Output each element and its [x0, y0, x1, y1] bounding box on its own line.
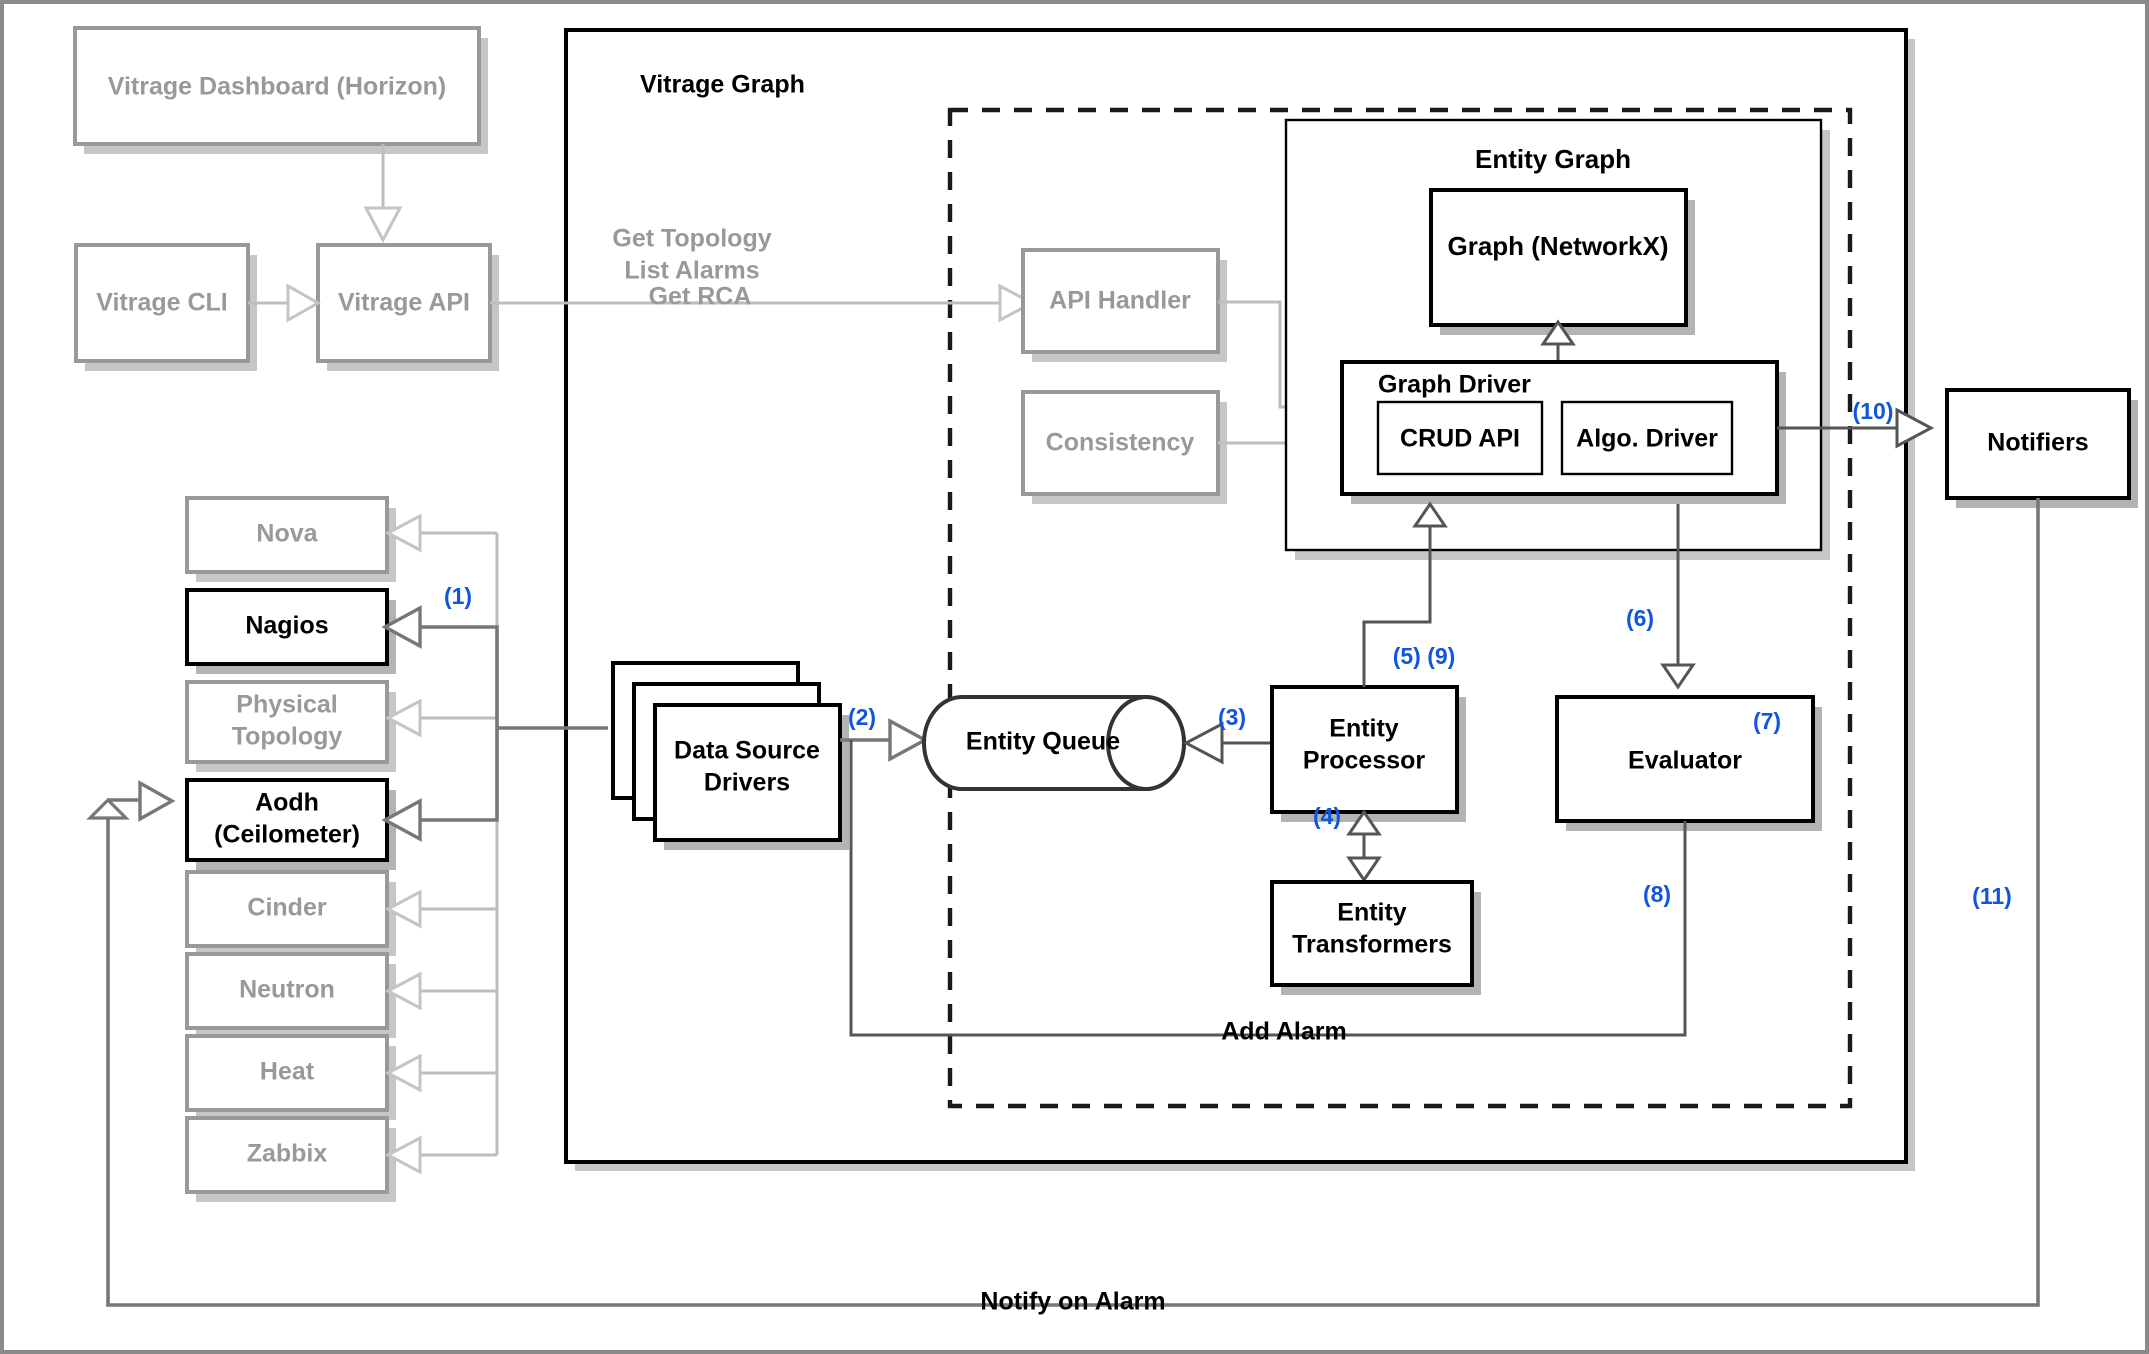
api-call-list-alarms: List Alarms — [624, 257, 759, 285]
node-graph-networkx-label: Graph (NetworkX) — [1447, 231, 1668, 261]
datasource-heat[interactable]: Heat — [185, 1034, 396, 1120]
edge-graph-driver-to-evaluator — [1660, 504, 1696, 690]
node-entity-transformers[interactable]: Entity Transformers — [1270, 880, 1481, 995]
edge-graph-driver-to-networkx — [1540, 319, 1576, 363]
datasource-nagios[interactable]: Nagios — [185, 588, 396, 674]
node-algo-driver[interactable]: Algo. Driver — [1560, 400, 1734, 476]
datasource-physical-topology-label-line2: Topology — [232, 723, 343, 751]
node-api-handler[interactable]: API Handler — [1021, 248, 1227, 362]
step-label-2: (2) — [848, 704, 876, 730]
node-entity-transformers-label-line1: Entity — [1337, 899, 1407, 927]
step-label-6: (6) — [1626, 605, 1654, 631]
edge-entity-processor-to-queue — [1182, 721, 1272, 765]
step-label-11: (11) — [1972, 883, 2012, 909]
node-graph-networkx[interactable]: Graph (NetworkX) — [1429, 188, 1695, 335]
graph-driver-title: Graph Driver — [1378, 371, 1531, 399]
client-cli-label: Vitrage CLI — [96, 289, 228, 317]
edge-graph-driver-to-notifiers — [1777, 407, 1935, 449]
api-call-get-topology: Get Topology — [612, 225, 771, 253]
datasource-aodh-label-line1: Aodh — [255, 789, 319, 817]
node-data-source-drivers-label-line1: Data Source — [674, 737, 820, 765]
vitrage-graph-title: Vitrage Graph — [640, 71, 805, 99]
edge-notifiers-notify-on-alarm — [86, 498, 2040, 1307]
edge-processor-transformers — [1346, 809, 1382, 883]
datasource-physical-topology[interactable]: Physical Topology — [185, 680, 396, 772]
node-entity-queue-label: Entity Queue — [966, 728, 1120, 756]
client-api-label: Vitrage API — [338, 289, 470, 317]
node-notifiers[interactable]: Notifiers — [1945, 388, 2138, 508]
datasource-zabbix[interactable]: Zabbix — [185, 1116, 396, 1202]
edge-dashboard-to-api — [363, 144, 403, 244]
node-algo-driver-label: Algo. Driver — [1576, 425, 1718, 453]
graph-processing-region — [947, 107, 1853, 1109]
node-graph-driver[interactable]: Graph Driver CRUD API Algo. Driver — [1340, 360, 1786, 504]
step-label-5-9: (5) (9) — [1393, 643, 1456, 669]
node-data-source-drivers-label-line2: Drivers — [704, 769, 790, 797]
node-entity-transformers-label-line2: Transformers — [1292, 931, 1452, 959]
edge-cli-to-api — [248, 283, 322, 323]
datasource-physical-topology-label-line1: Physical — [236, 691, 337, 719]
step-label-10: (10) — [1853, 398, 1894, 424]
edge-label-notify-on-alarm: Notify on Alarm — [980, 1288, 1165, 1316]
node-crud-api[interactable]: CRUD API — [1376, 400, 1544, 476]
api-call-get-rca: Get RCA — [649, 283, 752, 311]
node-entity-processor-label-line1: Entity — [1329, 715, 1399, 743]
edge-label-add-alarm: Add Alarm — [1221, 1018, 1346, 1046]
edge-bus-to-neutron — [384, 971, 497, 1011]
node-notifiers-label: Notifiers — [1987, 429, 2088, 457]
datasource-heat-label: Heat — [260, 1058, 315, 1086]
node-api-handler-label: API Handler — [1049, 287, 1191, 315]
edge-bus-to-zabbix — [384, 1135, 497, 1175]
edge-evaluator-add-alarm — [849, 740, 1687, 1037]
step-label-3: (3) — [1218, 704, 1246, 730]
datasource-aodh-label-line2: (Ceilometer) — [214, 821, 360, 849]
step-label-8: (8) — [1643, 881, 1671, 907]
node-evaluator[interactable]: Evaluator — [1555, 695, 1822, 831]
datasource-nova[interactable]: Nova — [185, 496, 396, 582]
client-cli-box[interactable]: Vitrage CLI — [74, 243, 257, 371]
edge-drivers-to-active-datasources — [381, 605, 608, 842]
datasource-nova-label: Nova — [256, 520, 318, 548]
entity-graph-title: Entity Graph — [1475, 144, 1631, 174]
node-entity-processor[interactable]: Entity Processor — [1270, 685, 1466, 822]
edge-bus-to-heat — [384, 1053, 497, 1093]
client-dashboard-box[interactable]: Vitrage Dashboard (Horizon) — [73, 26, 488, 154]
datasource-cinder[interactable]: Cinder — [185, 870, 396, 956]
node-entity-queue[interactable]: Entity Queue — [922, 695, 1186, 791]
edge-bus-to-cinder — [384, 889, 497, 929]
edge-api-to-handler — [490, 283, 1036, 323]
node-entity-processor-label-line2: Processor — [1303, 747, 1426, 775]
datasource-neutron-label: Neutron — [239, 976, 335, 1004]
client-dashboard-label: Vitrage Dashboard (Horizon) — [108, 73, 446, 101]
edge-bus-to-nova — [384, 513, 497, 553]
edge-drivers-to-entity-queue — [840, 718, 929, 762]
node-data-source-drivers[interactable]: Data Source Drivers — [611, 661, 849, 850]
datasource-nagios-label: Nagios — [245, 612, 328, 640]
step-label-4: (4) — [1313, 803, 1341, 829]
datasource-neutron[interactable]: Neutron — [185, 952, 396, 1038]
node-evaluator-label: Evaluator — [1628, 747, 1742, 775]
edge-entity-processor-to-graph-driver — [1362, 501, 1448, 687]
datasource-zabbix-label: Zabbix — [247, 1140, 328, 1168]
edge-bus-to-physical-topology — [384, 698, 497, 738]
node-consistency-label: Consistency — [1046, 429, 1195, 457]
node-consistency[interactable]: Consistency — [1021, 390, 1227, 504]
step-label-7: (7) — [1753, 708, 1781, 734]
datasource-aodh[interactable]: Aodh (Ceilometer) — [185, 778, 396, 870]
step-label-1: (1) — [444, 583, 472, 609]
client-api-box[interactable]: Vitrage API — [316, 243, 499, 371]
node-crud-api-label: CRUD API — [1400, 425, 1520, 453]
datasource-cinder-label: Cinder — [247, 894, 326, 922]
